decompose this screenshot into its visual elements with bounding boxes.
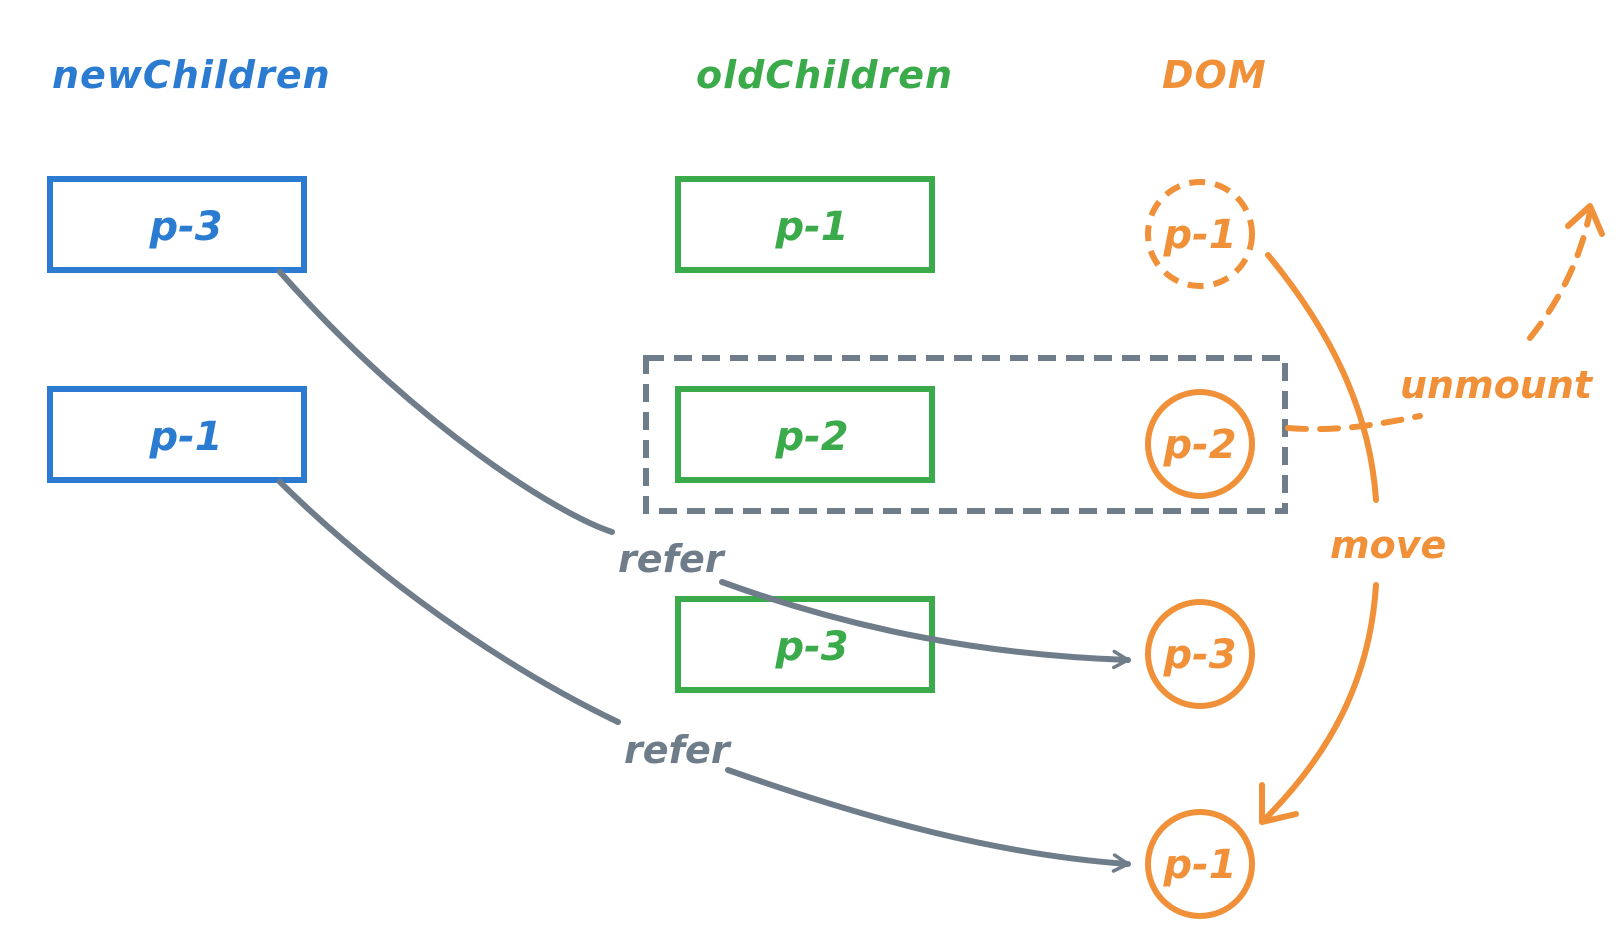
new-child-label: p-3: [148, 204, 222, 250]
old-child-node: p-3: [675, 596, 935, 693]
dom-title: DOM: [1162, 53, 1267, 97]
old-child-node: p-1: [675, 176, 935, 273]
dom-node-label: p-1: [1162, 212, 1236, 258]
old-child-label: p-1: [774, 204, 848, 250]
refer-edge-1: [277, 269, 615, 535]
move-label: move: [1330, 523, 1446, 567]
refer-label-2: refer: [624, 728, 732, 772]
refer-label-1: refer: [618, 537, 726, 581]
refer-edge-2-tail: [725, 767, 1131, 873]
unmount-label: unmount: [1400, 363, 1594, 407]
refer-edge-1-tail: [719, 579, 1131, 670]
move-edge-lower: [1259, 582, 1379, 825]
old-child-label: p-2: [774, 414, 848, 460]
old-child-label: p-3: [774, 624, 848, 670]
old-children-title: oldChildren: [696, 53, 953, 97]
unmount-arrowhead: [1565, 203, 1605, 237]
unmount-edge: [1285, 413, 1423, 433]
dom-node-label: p-1: [1162, 842, 1236, 888]
unmount-highlight-box: [643, 355, 1288, 514]
new-children-title: newChildren: [52, 53, 331, 97]
dom-node-label: p-2: [1162, 422, 1236, 468]
dom-node-unmounted: p-2: [1145, 389, 1255, 499]
dom-node-moved-away: p-1: [1145, 179, 1255, 289]
refer-edge-2: [277, 479, 621, 725]
new-child-node: p-3: [47, 176, 307, 273]
new-child-node: p-1: [47, 386, 307, 483]
dom-node-label: p-3: [1162, 632, 1236, 678]
dom-node-moved-here: p-1: [1145, 809, 1255, 919]
old-child-node: p-2: [675, 386, 935, 483]
new-child-label: p-1: [148, 414, 222, 460]
dom-node-kept: p-3: [1145, 599, 1255, 709]
move-edge-upper: [1265, 252, 1379, 503]
unmount-edge-upper: [1527, 209, 1593, 341]
move-arrowhead: [1259, 782, 1299, 825]
